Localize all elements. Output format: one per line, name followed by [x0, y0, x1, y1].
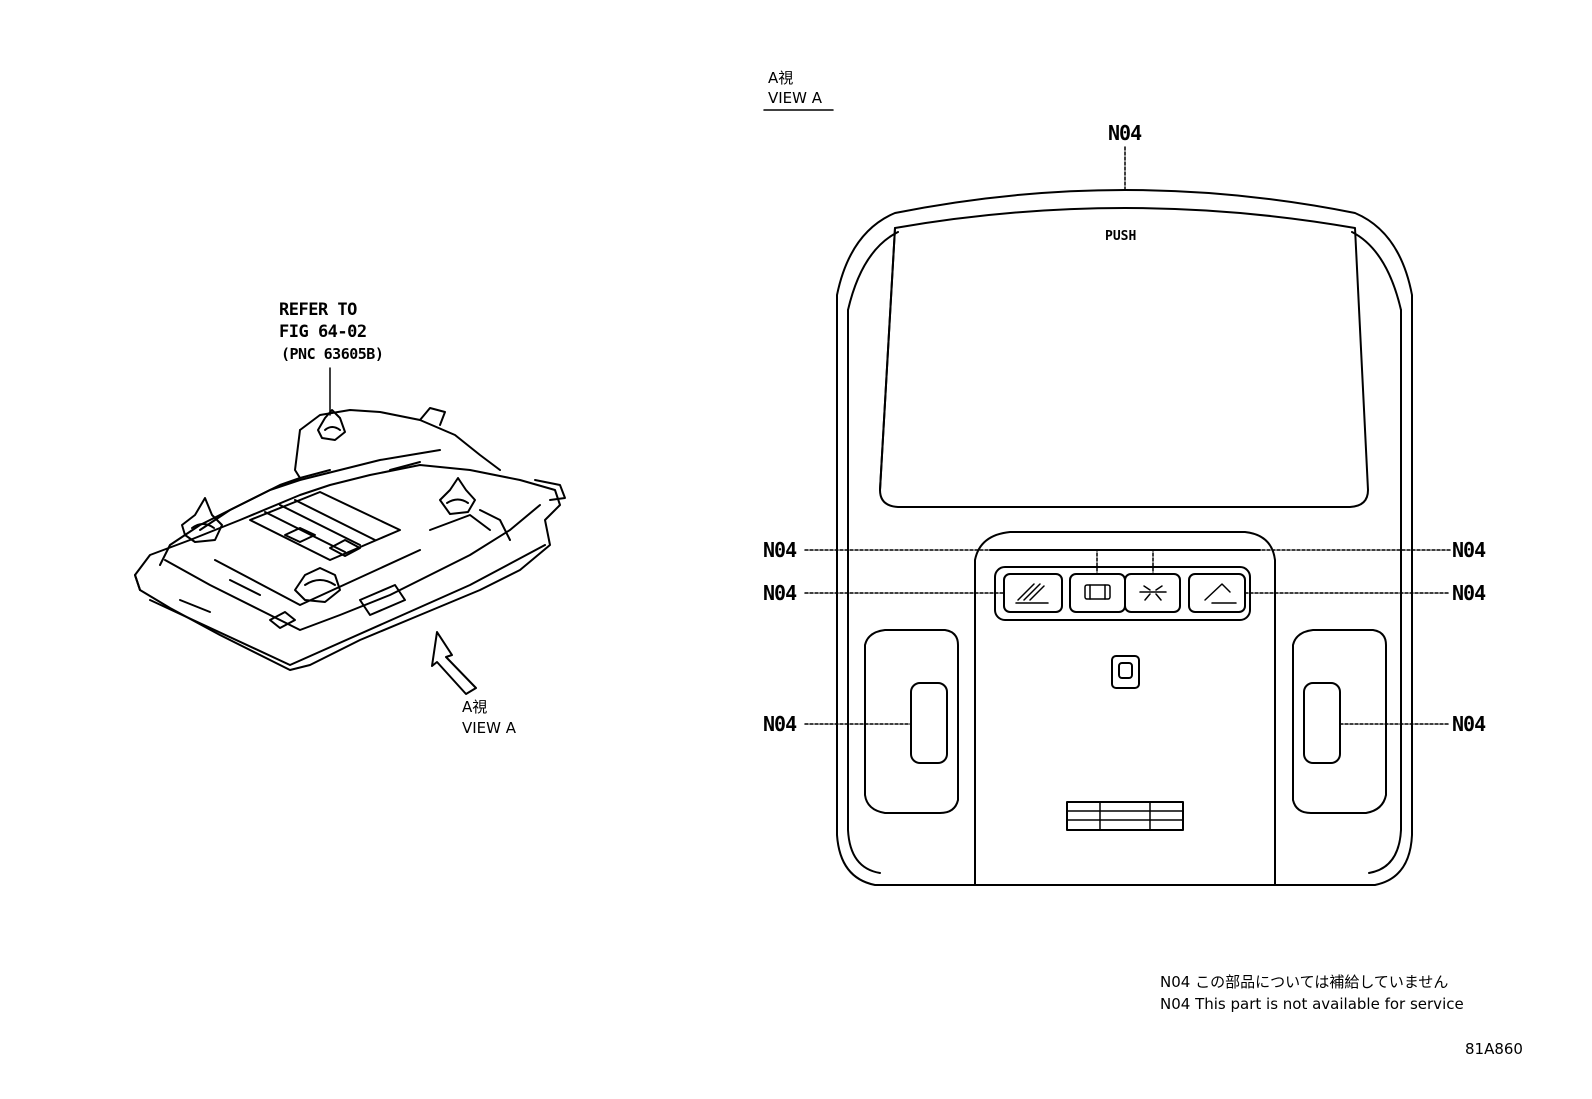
- callout-right-lower: N04: [1452, 712, 1486, 736]
- callout-right-middle: N04: [1452, 581, 1486, 605]
- callout-left-middle: N04: [763, 581, 797, 605]
- figure-code: 81A860: [1465, 1040, 1523, 1058]
- note-en: N04 This part is not available for servi…: [1160, 995, 1464, 1013]
- console-assembly-isometric: [134, 407, 566, 671]
- push-label: PUSH: [1105, 229, 1137, 244]
- right-view-label-jp: A視: [768, 69, 794, 87]
- callout-left-upper: N04: [763, 538, 797, 562]
- callout-right-upper: N04: [1452, 538, 1486, 562]
- left-view-label-en: VIEW A: [462, 719, 517, 737]
- refer-to-pnc: (PNC 63605B): [281, 345, 384, 363]
- left-view-label-jp: A視: [462, 698, 488, 716]
- refer-to-line2: FIG 64-02: [279, 322, 367, 342]
- callout-top: N04: [1108, 121, 1142, 145]
- console-front-view: [836, 189, 1413, 886]
- view-a-arrow: [431, 631, 477, 695]
- note-jp: N04 この部品については補給していません: [1160, 973, 1449, 991]
- refer-to-line1: REFER TO: [279, 300, 357, 320]
- callout-left-lower: N04: [763, 712, 797, 736]
- right-view-label-en: VIEW A: [768, 89, 823, 107]
